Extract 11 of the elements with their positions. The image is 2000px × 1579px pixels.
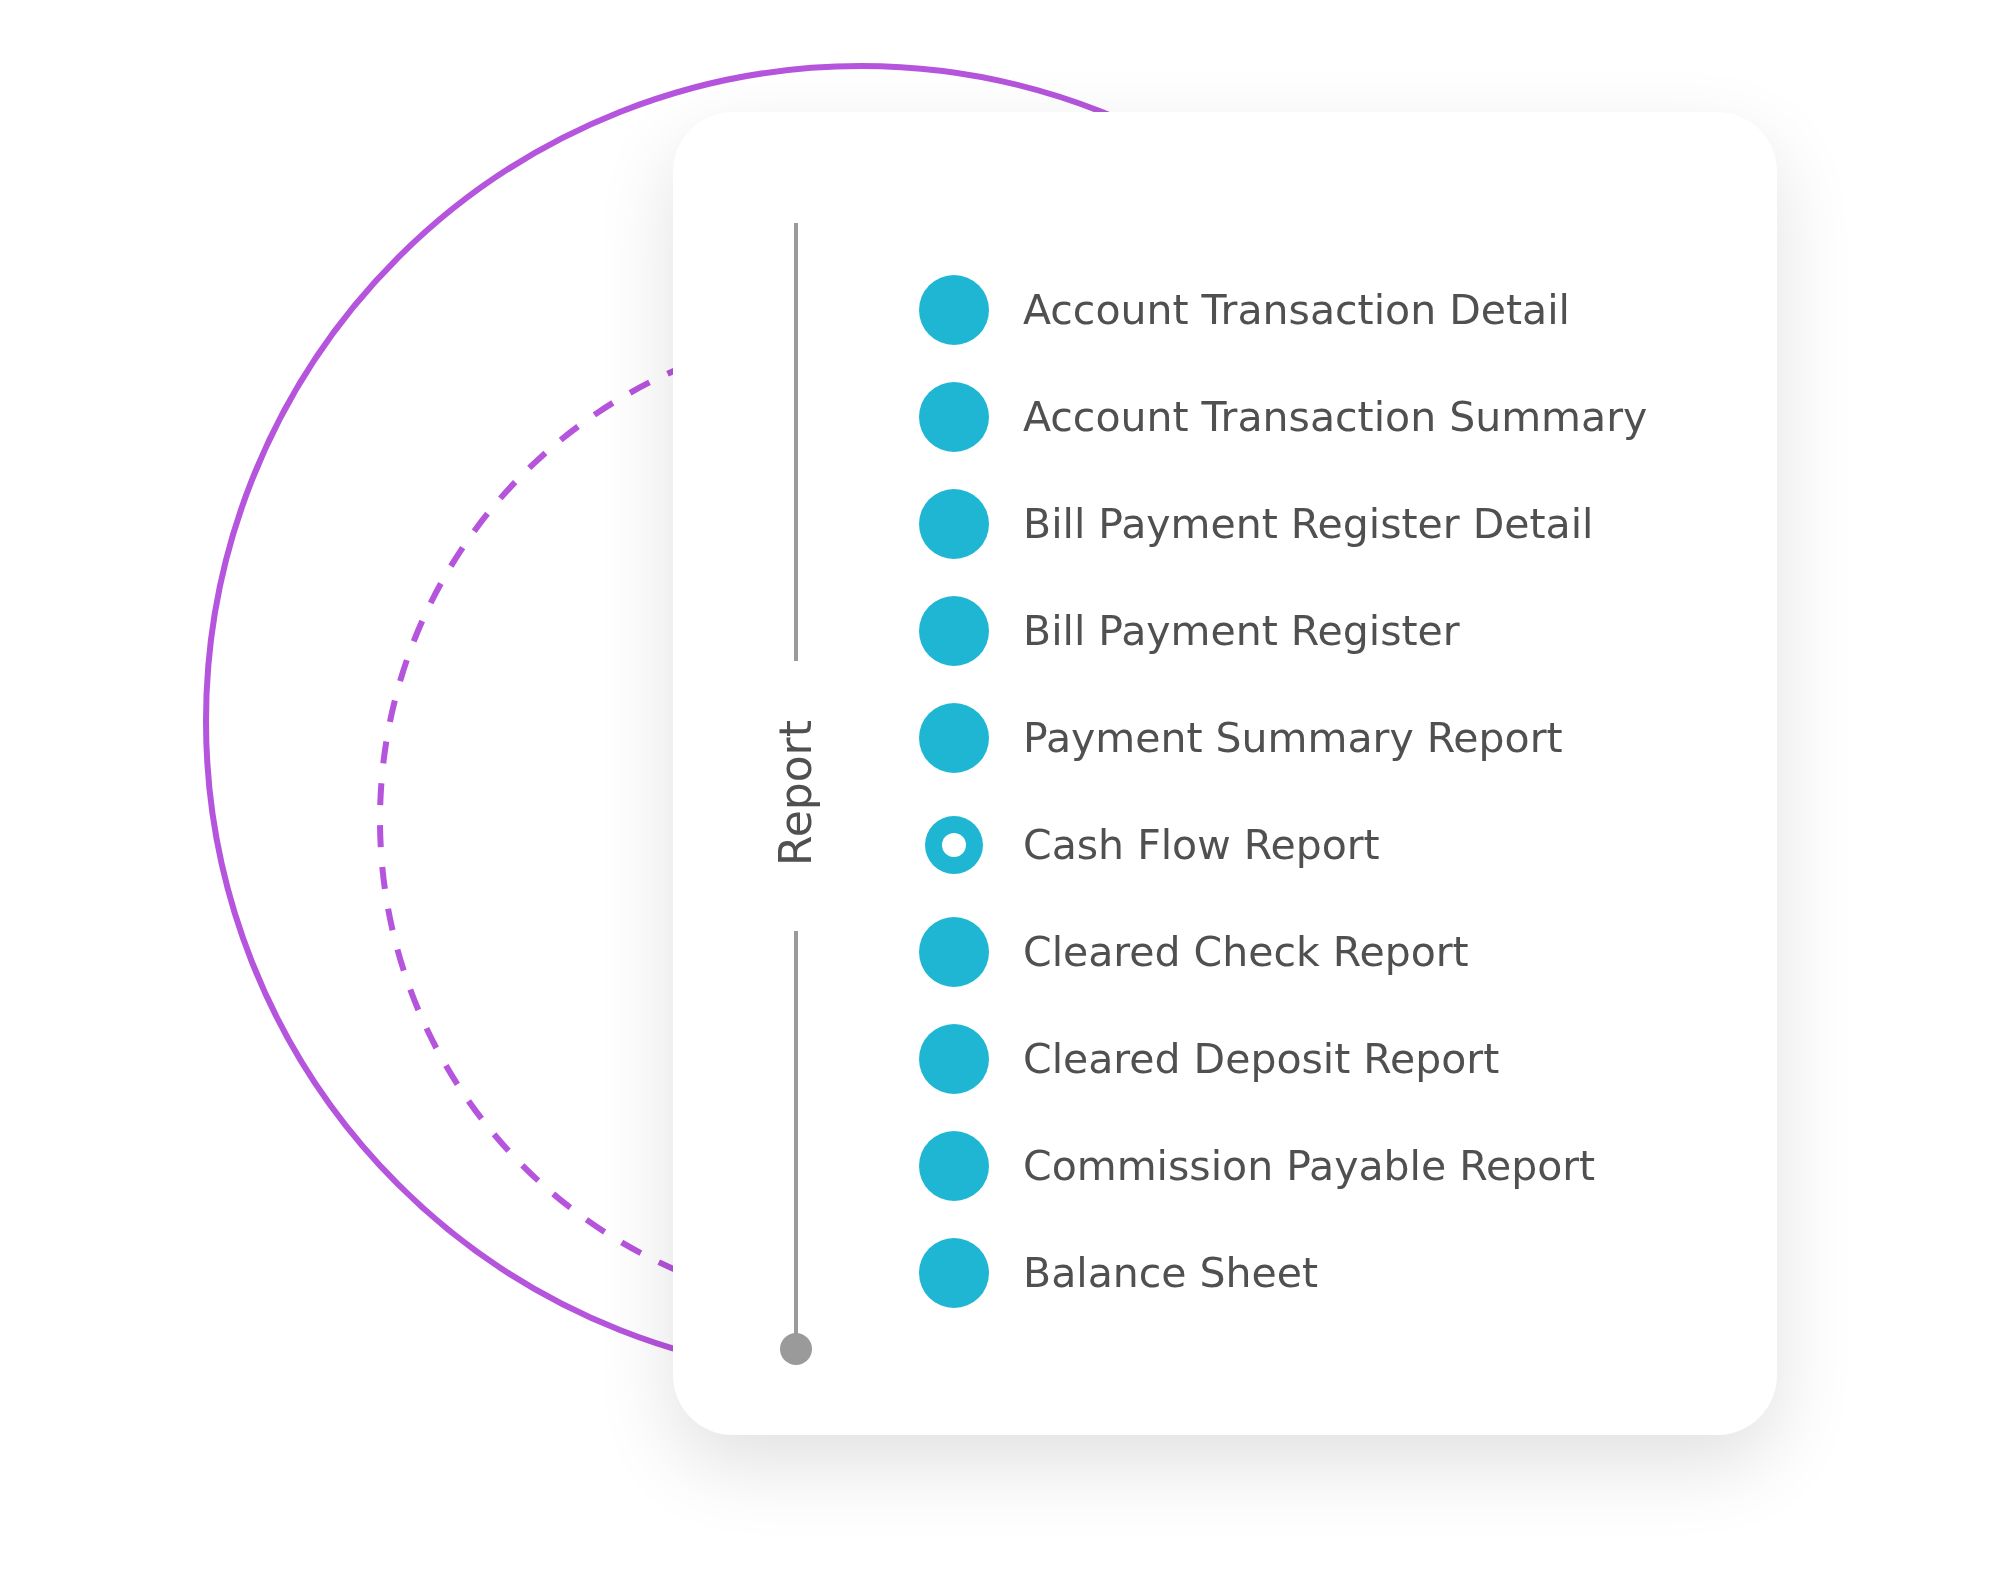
report-name: Bill Payment Register — [1023, 606, 1460, 656]
report-name: Account Transaction Detail — [1023, 285, 1570, 335]
report-name: Cleared Deposit Report — [1023, 1034, 1500, 1084]
report-name: Cleared Check Report — [1023, 927, 1469, 977]
report-name: Commission Payable Report — [1023, 1141, 1596, 1191]
report-name: Account Transaction Summary — [1023, 392, 1648, 442]
vertical-label: Report — [770, 720, 821, 866]
report-name: Bill Payment Register Detail — [1023, 499, 1594, 549]
report-name: Payment Summary Report — [1023, 713, 1563, 763]
report-name: Cash Flow Report — [1023, 820, 1380, 870]
report-name: Balance Sheet — [1023, 1248, 1319, 1298]
